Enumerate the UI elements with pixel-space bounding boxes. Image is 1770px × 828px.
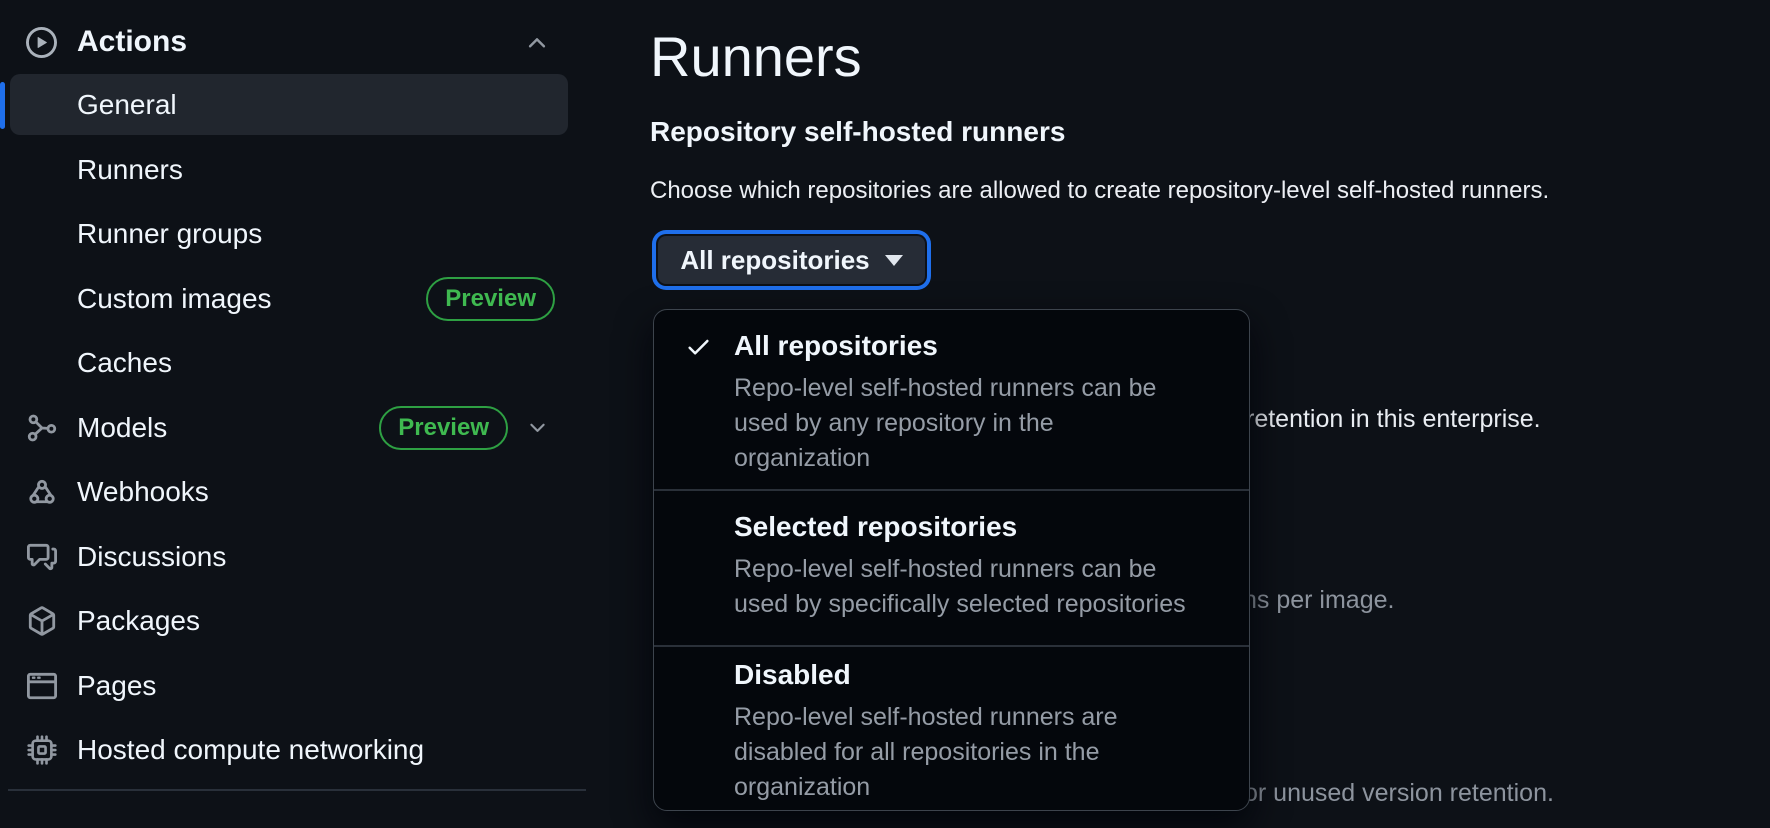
menu-item-description: Repo-level self-hosted runners are disab… xyxy=(734,703,1118,801)
ai-model-icon xyxy=(27,413,57,443)
settings-sidebar: Actions General Runners Runner groups Cu… xyxy=(0,0,588,828)
sidebar-divider xyxy=(8,789,586,791)
sidebar-item-runner-groups[interactable]: Runner groups xyxy=(0,202,588,267)
cpu-icon xyxy=(27,735,57,765)
menu-item-all-repositories[interactable]: All repositories Repo-level self-hosted … xyxy=(654,310,1249,489)
background-text-retention: retention in this enterprise. xyxy=(1246,405,1541,433)
chevron-up-icon[interactable] xyxy=(524,30,550,56)
sidebar-nav: General Runners Runner groups Custom ima… xyxy=(0,73,588,783)
sidebar-item-discussions[interactable]: Discussions xyxy=(0,525,588,590)
sidebar-item-label: General xyxy=(77,89,177,121)
sidebar-item-label: Models xyxy=(77,411,168,443)
sidebar-item-custom-images[interactable]: Custom images Preview xyxy=(0,267,588,332)
sidebar-item-label: Runners xyxy=(77,153,183,185)
browser-icon xyxy=(27,671,57,701)
page-title: Runners xyxy=(650,25,862,88)
sidebar-item-label: Runner groups xyxy=(77,218,263,250)
comment-discussion-icon xyxy=(27,542,57,572)
sidebar-item-models[interactable]: Models Preview xyxy=(0,396,588,461)
sidebar-item-packages[interactable]: Packages xyxy=(0,589,588,654)
sidebar-item-runners[interactable]: Runners xyxy=(0,138,588,203)
sidebar-item-hosted-compute-networking[interactable]: Hosted compute networking xyxy=(0,718,588,783)
sidebar-item-caches[interactable]: Caches xyxy=(0,331,588,396)
sidebar-item-label: Discussions xyxy=(77,540,227,572)
sidebar-item-label: Caches xyxy=(77,347,172,379)
menu-item-title: All repositories xyxy=(734,330,938,361)
sidebar-section-actions[interactable]: Actions xyxy=(0,14,588,70)
sidebar-item-label: Packages xyxy=(77,605,200,637)
sidebar-item-webhooks[interactable]: Webhooks xyxy=(0,460,588,525)
menu-item-description: Repo-level self-hosted runners can be us… xyxy=(734,555,1186,618)
selected-accent-bar xyxy=(0,82,5,129)
menu-item-description: Repo-level self-hosted runners can be us… xyxy=(734,374,1157,472)
section-description: Choose which repositories are allowed to… xyxy=(650,177,1550,204)
sidebar-section-label: Actions xyxy=(77,25,188,58)
sidebar-item-label: Hosted compute networking xyxy=(77,734,425,766)
check-icon xyxy=(685,333,712,360)
sidebar-item-pages[interactable]: Pages xyxy=(0,654,588,719)
repository-access-menu: All repositories Repo-level self-hosted … xyxy=(653,309,1250,811)
preview-badge: Preview xyxy=(379,405,508,450)
background-text-version-retention: or unused version retention. xyxy=(1244,779,1554,807)
sidebar-item-label: Pages xyxy=(77,669,157,701)
menu-item-title: Selected repositories xyxy=(734,511,1018,542)
background-text-per-image: ns per image. xyxy=(1243,586,1395,614)
dropdown-button-label: All repositories xyxy=(680,244,870,275)
sidebar-item-general[interactable]: General xyxy=(0,73,588,138)
webhook-icon xyxy=(27,477,57,507)
preview-badge: Preview xyxy=(426,276,555,321)
main-content: Runners Repository self-hosted runners C… xyxy=(588,0,1770,828)
chevron-down-icon[interactable] xyxy=(526,416,549,439)
menu-item-disabled[interactable]: Disabled Repo-level self-hosted runners … xyxy=(654,645,1249,809)
package-icon xyxy=(27,606,57,636)
sidebar-item-label: Custom images xyxy=(77,282,272,314)
triangle-down-icon xyxy=(884,254,903,266)
sidebar-item-label: Webhooks xyxy=(77,476,209,508)
menu-item-selected-repositories[interactable]: Selected repositories Repo-level self-ho… xyxy=(654,489,1249,645)
repository-access-dropdown-button[interactable]: All repositories xyxy=(658,236,925,284)
play-icon xyxy=(26,27,57,58)
section-heading: Repository self-hosted runners xyxy=(650,116,1066,147)
selected-item-highlight xyxy=(10,74,568,135)
menu-item-title: Disabled xyxy=(734,659,851,690)
